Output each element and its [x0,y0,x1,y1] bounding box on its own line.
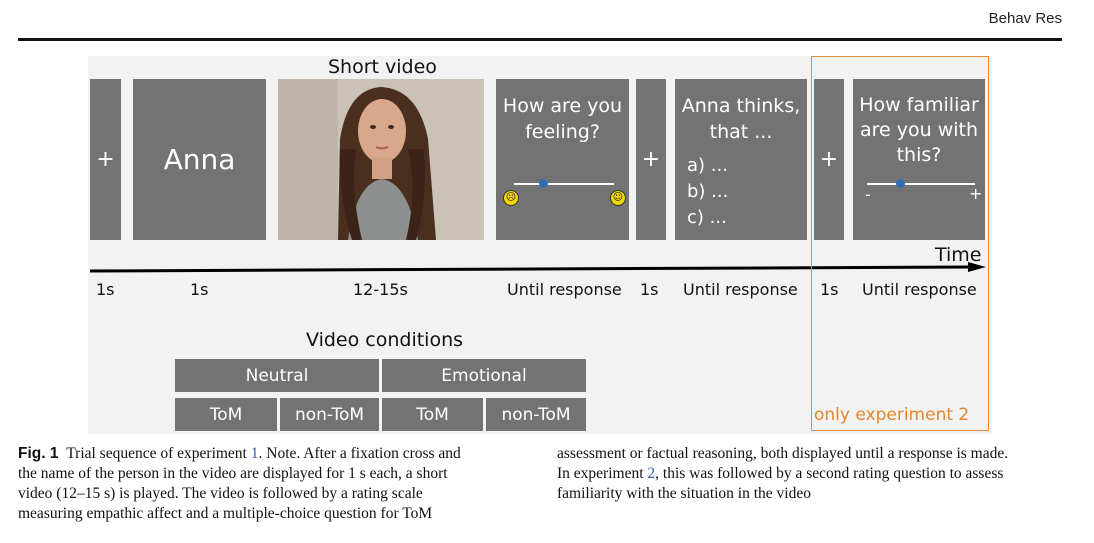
video-title: Short video [328,56,437,78]
tom-question: Anna thinks, that ... [681,95,801,143]
caption-line-1: Fig. 1 Trial sequence of experiment 1. N… [18,445,461,462]
caption-line-2: the name of the person in the video are … [18,465,448,482]
caption-left: Fig. 1 Trial sequence of experiment 1. N… [18,444,526,524]
caption-line-5: assessment or factual reasoning, both di… [557,445,1009,462]
happy-face-icon: ☺ [610,190,626,206]
fixation-screen-2: + [636,79,666,240]
condition-neutral-non-tom: non-ToM [280,398,379,431]
only-experiment-2-label: only experiment 2 [814,405,970,425]
sad-face-icon: ☹ [503,190,519,206]
rating-slider-knob [539,179,548,188]
fixation-cross: + [96,147,115,172]
duration-rating-2: Until response [862,280,977,299]
duration-rating-1: Until response [507,280,622,299]
duration-fixation-1: 1s [96,280,115,299]
scale-minus-label: - [865,185,871,204]
time-label: Time [935,244,982,266]
journal-name: Behav Res [988,10,1062,27]
condition-neutral: Neutral [175,359,379,392]
name-screen: Anna [133,79,266,240]
condition-emotional-non-tom: non-ToM [486,398,586,431]
condition-neutral-tom: ToM [175,398,277,431]
conditions-title: Video conditions [306,329,464,351]
caption-line-7: familiarity with the situation in the vi… [557,485,811,502]
header-rule [18,38,1062,41]
person-name: Anna [163,143,236,176]
fixation-screen-1: + [90,79,121,240]
duration-fixation-2: 1s [640,280,659,299]
duration-name: 1s [190,280,209,299]
figure-label: Fig. 1 [18,445,59,462]
duration-fixation-3: 1s [820,280,839,299]
familiarity-slider-knob [896,179,905,188]
experiment-1-link[interactable]: 1 [250,445,259,462]
rating-screen-1: How are you feeling? ☹ ☺ [496,79,629,240]
duration-video: 12-15s [353,280,408,299]
tom-question-screen: Anna thinks, that ... a) ... b) ... c) .… [675,79,807,240]
fixation-cross: + [641,147,661,172]
rating-scale-line [514,183,614,185]
condition-emotional-tom: ToM [382,398,483,431]
rating-question-1: How are you feeling? [502,95,623,143]
experiment-2-link[interactable]: 2 [647,465,656,482]
familiarity-scale-line [867,183,975,185]
scale-plus-label: + [969,184,983,203]
fixation-cross: + [819,147,839,172]
caption-line-6: In experiment 2, this was followed by a … [557,465,1004,482]
caption-right: assessment or factual reasoning, both di… [557,444,1067,504]
rating-screen-2: How familiar are you with this? - + [853,79,985,240]
portrait-illustration [278,79,484,240]
experiment-2-highlight [811,56,989,431]
caption-line-4: measuring empathic affect and a multiple… [18,505,433,522]
fixation-screen-3: + [814,79,844,240]
rating-question-2: How familiar are you with this? [859,94,979,166]
caption-line-3: video (12–15 s) is played. The video is … [18,485,423,502]
time-arrow [89,262,986,273]
tom-options: a) ... b) ... c) ... [687,155,729,228]
condition-emotional: Emotional [382,359,586,392]
video-frame-image [278,79,484,240]
duration-tom: Until response [683,280,798,299]
